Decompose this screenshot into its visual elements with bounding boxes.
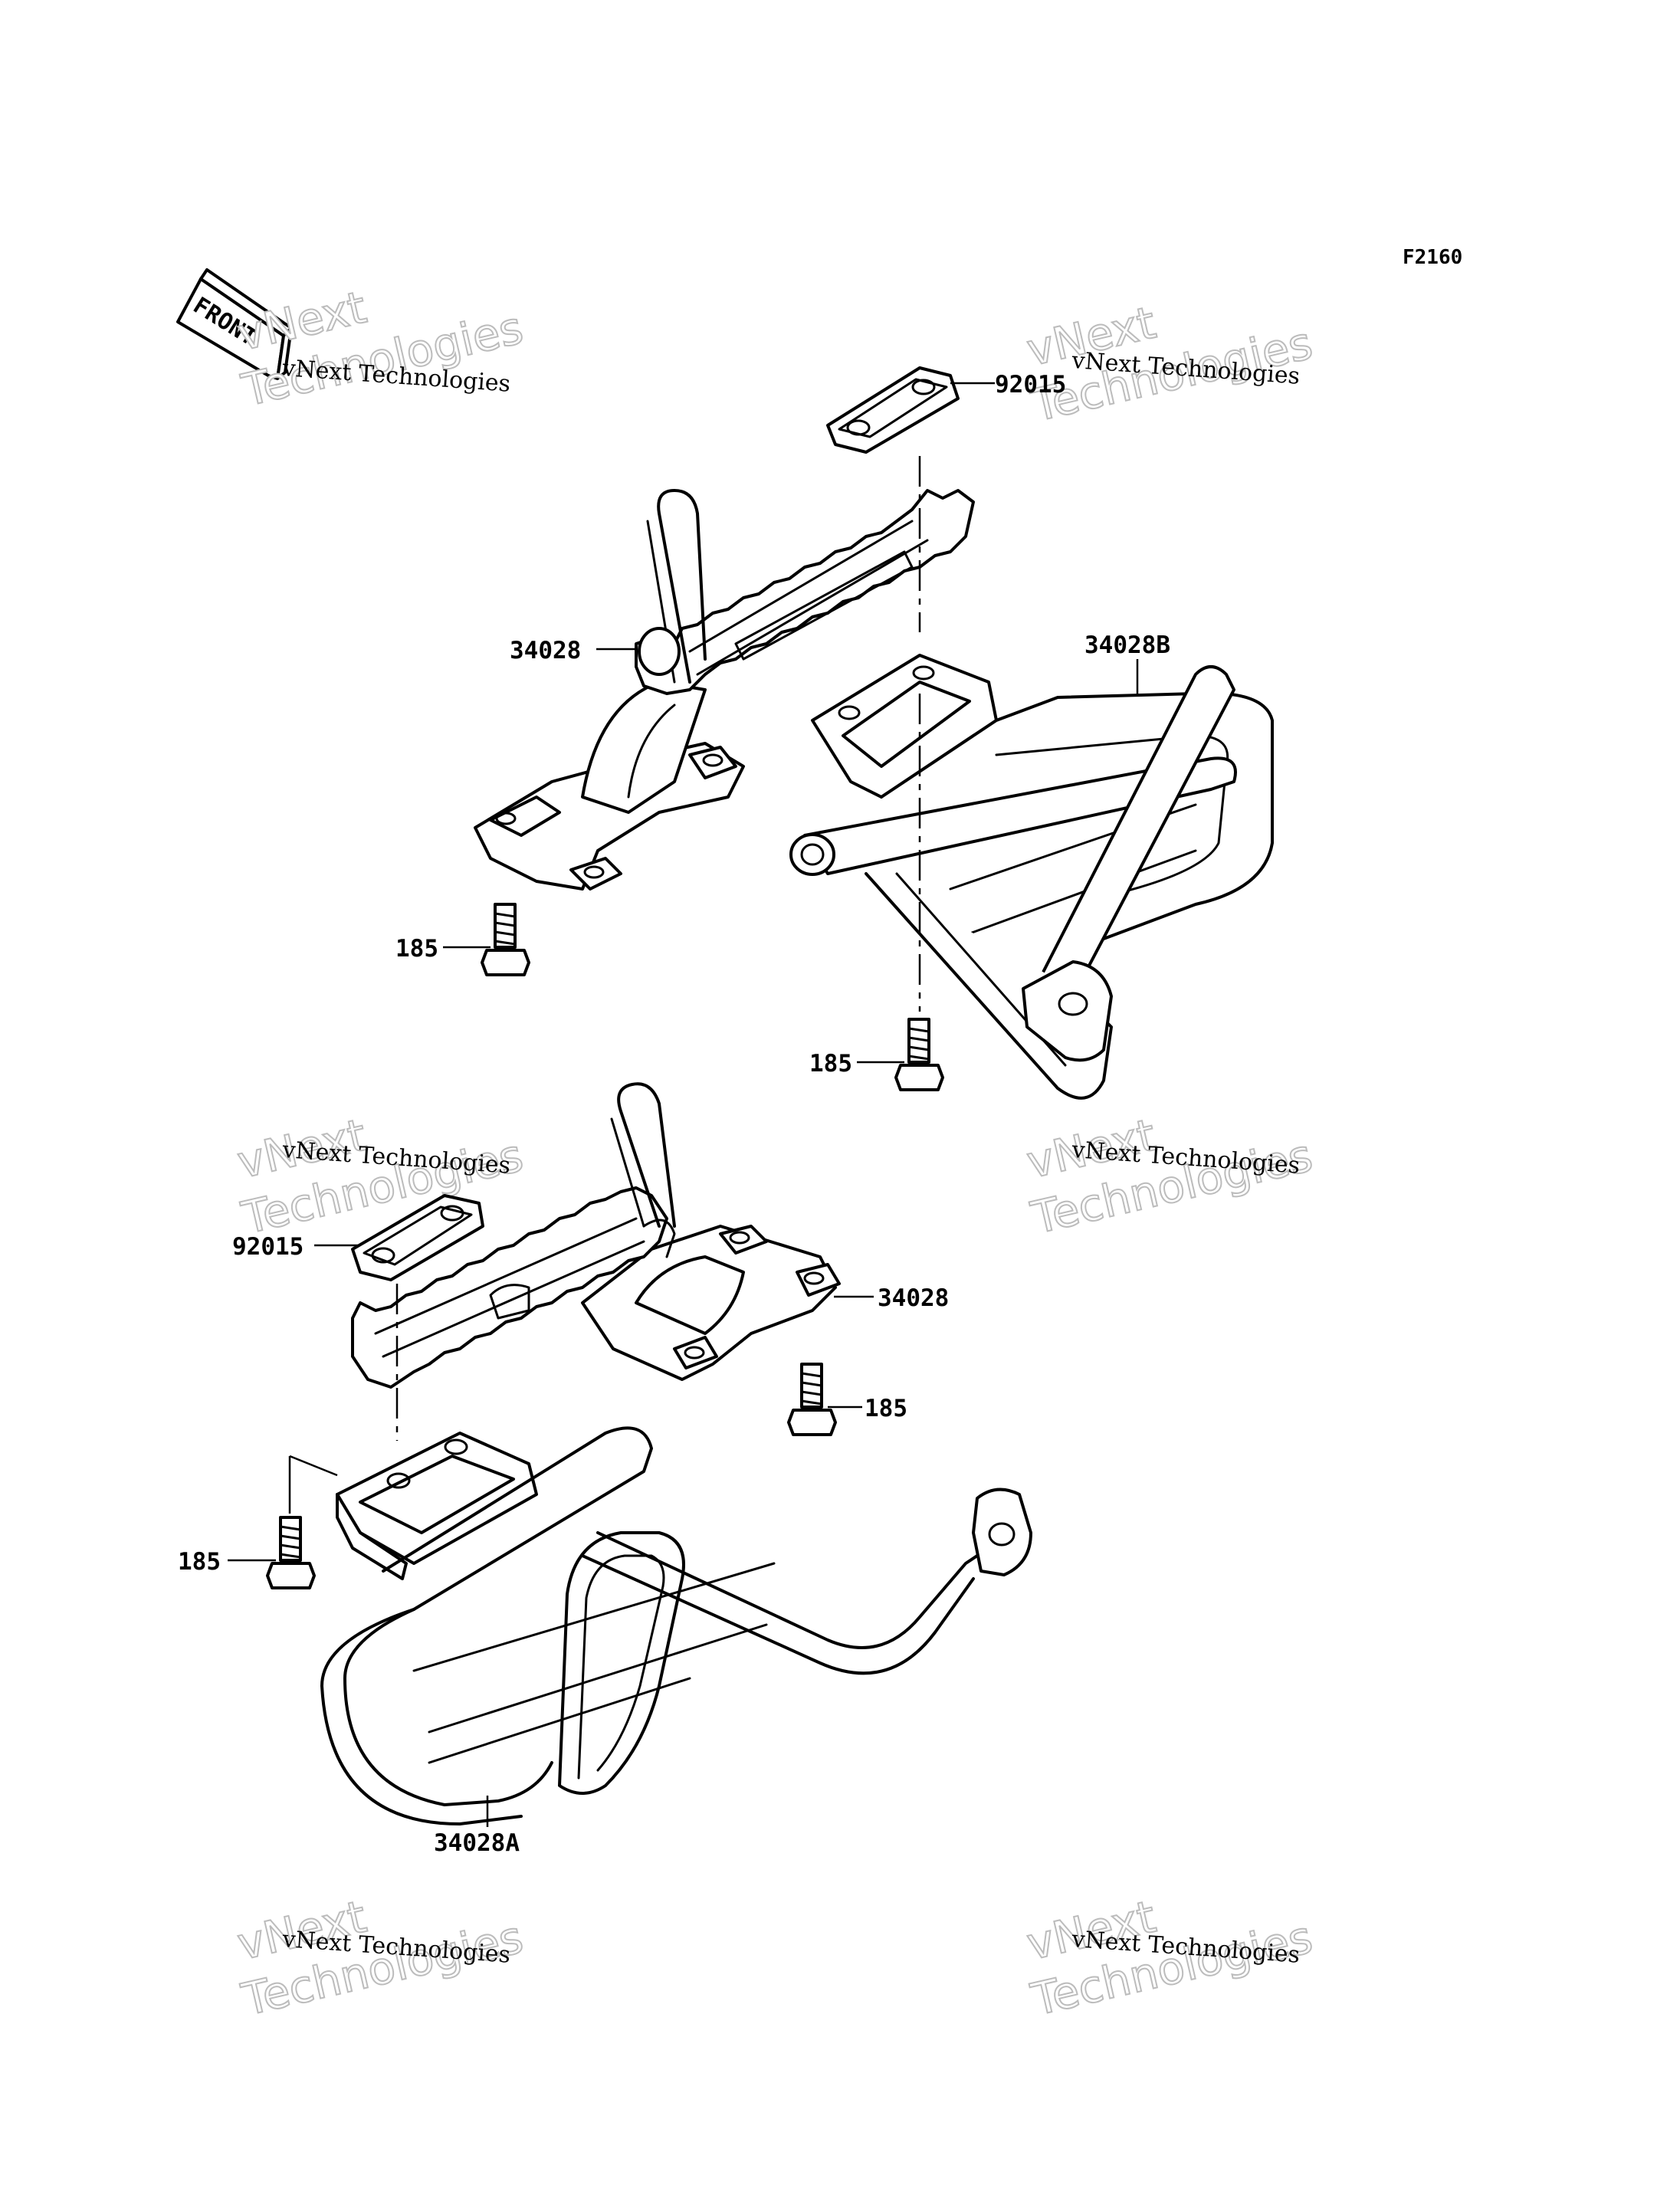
callout-label: 185 [395,935,438,963]
watermark: vNext Technologies vNext Technologies [1022,1890,1318,2027]
callout: 185 [828,1395,907,1422]
guard-frame-34028b [789,654,1274,1100]
bolt-185 [481,903,530,976]
callout-label: 34028 [510,637,581,664]
callout-label: 92015 [995,371,1066,399]
callout: 34028 [510,637,638,664]
callout: 34028B [1084,631,1170,696]
callout-label: 34028 [878,1284,949,1312]
callout: 185 [809,1050,904,1078]
pad-92015-top [826,366,960,454]
watermark: vNext Technologies vNext Technologies [232,280,529,418]
alignment-lines [288,456,921,1514]
footpeg-34028-bottom [351,1082,841,1389]
watermark: vNext Technologies vNext Technologies [232,1890,529,2027]
callout-label: 34028A [434,1829,520,1857]
callout-label: 185 [809,1050,852,1078]
bolt-185 [266,1516,316,1589]
callout: 34028A [434,1796,520,1857]
callout: 185 [395,935,491,963]
bolt-185 [787,1363,837,1436]
watermark: vNext Technologies vNext Technologies [1022,1108,1318,1245]
guard-frame-34028a [320,1426,1032,1825]
callout: 92015 [232,1233,360,1261]
callout: 92015 [950,371,1066,399]
callout: 34028 [834,1284,949,1312]
callout-label: 185 [865,1395,907,1422]
callout: 185 [178,1548,276,1576]
callout-label: 185 [178,1548,221,1576]
callout-label: 34028B [1084,631,1170,659]
front-arrow-icon: FRONT [176,268,293,380]
bolt-185 [894,1018,944,1091]
callout-label: 92015 [232,1233,304,1261]
footpeg-34028-top [474,489,975,891]
pad-92015-bottom [351,1194,484,1281]
watermark: vNext Technologies vNext Technologies [1022,296,1318,433]
diagram-code: F2160 [1403,246,1462,269]
